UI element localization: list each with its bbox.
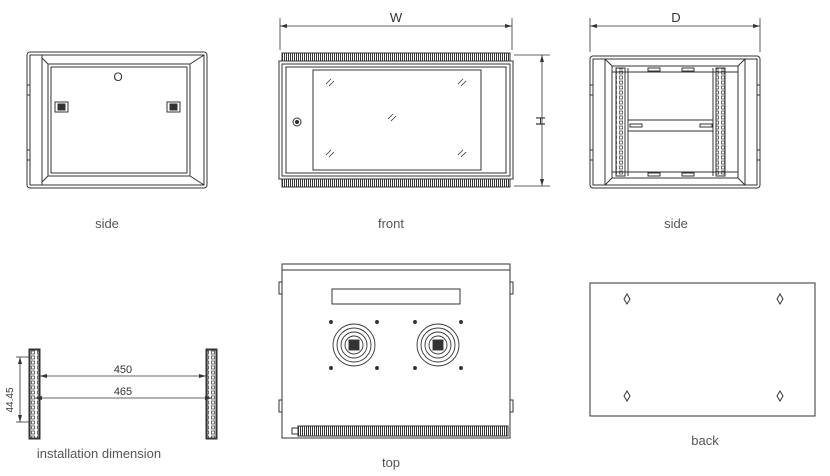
fan-right xyxy=(413,320,463,370)
side-view-right xyxy=(589,18,761,189)
height-dimension-label: H xyxy=(533,116,548,125)
depth-dimension-label: D xyxy=(671,10,680,25)
installation-view xyxy=(16,348,218,440)
dimension-44-45-label: 44.45 xyxy=(5,387,16,412)
back-caption: back xyxy=(691,433,719,448)
installation-caption: installation dimension xyxy=(36,446,162,461)
fan-left xyxy=(329,320,379,370)
dimension-450-label: 450 xyxy=(114,364,132,376)
side-view-left xyxy=(26,51,208,189)
dimension-465-label: 465 xyxy=(114,386,132,398)
top-view xyxy=(278,263,514,439)
side-left-caption: side xyxy=(95,216,119,231)
front-view xyxy=(278,18,550,188)
back-view xyxy=(589,282,816,417)
front-caption: front xyxy=(377,216,404,231)
side-view-marker: O xyxy=(113,70,122,84)
top-caption: top xyxy=(381,455,401,470)
width-dimension-label: W xyxy=(390,10,403,25)
side-right-caption: side xyxy=(664,216,688,231)
